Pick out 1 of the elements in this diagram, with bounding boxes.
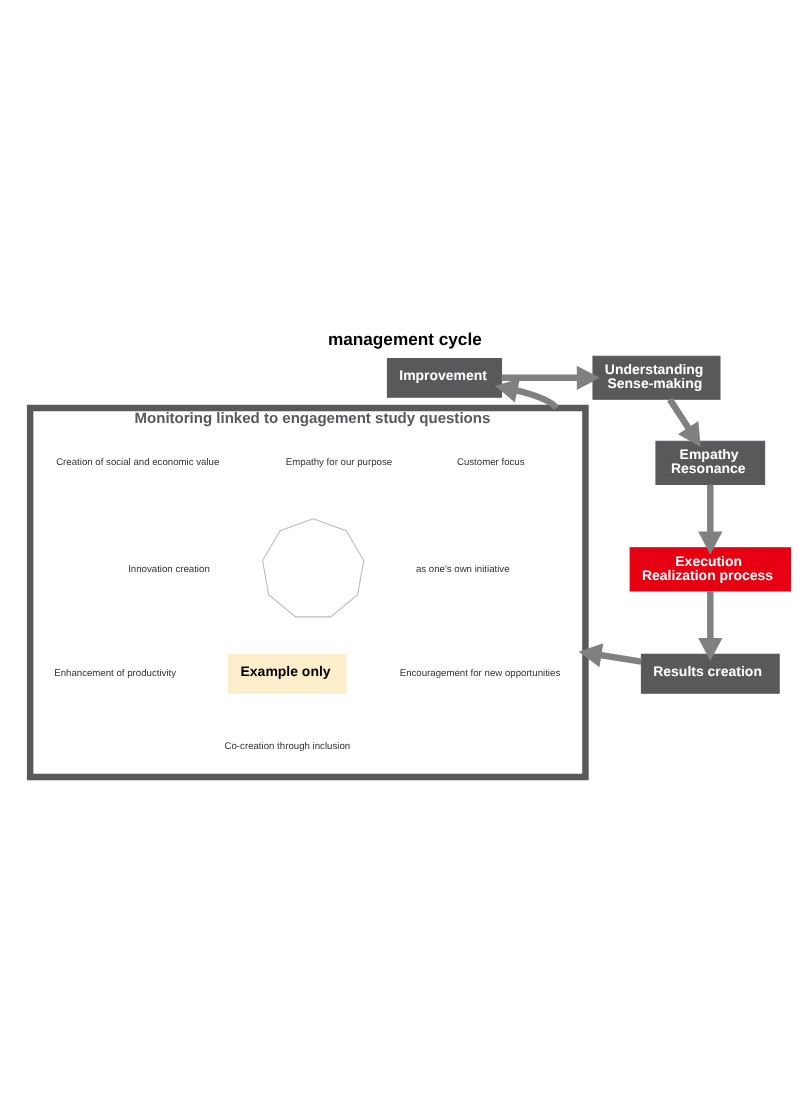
diagram-title: management cycle (327, 328, 482, 349)
